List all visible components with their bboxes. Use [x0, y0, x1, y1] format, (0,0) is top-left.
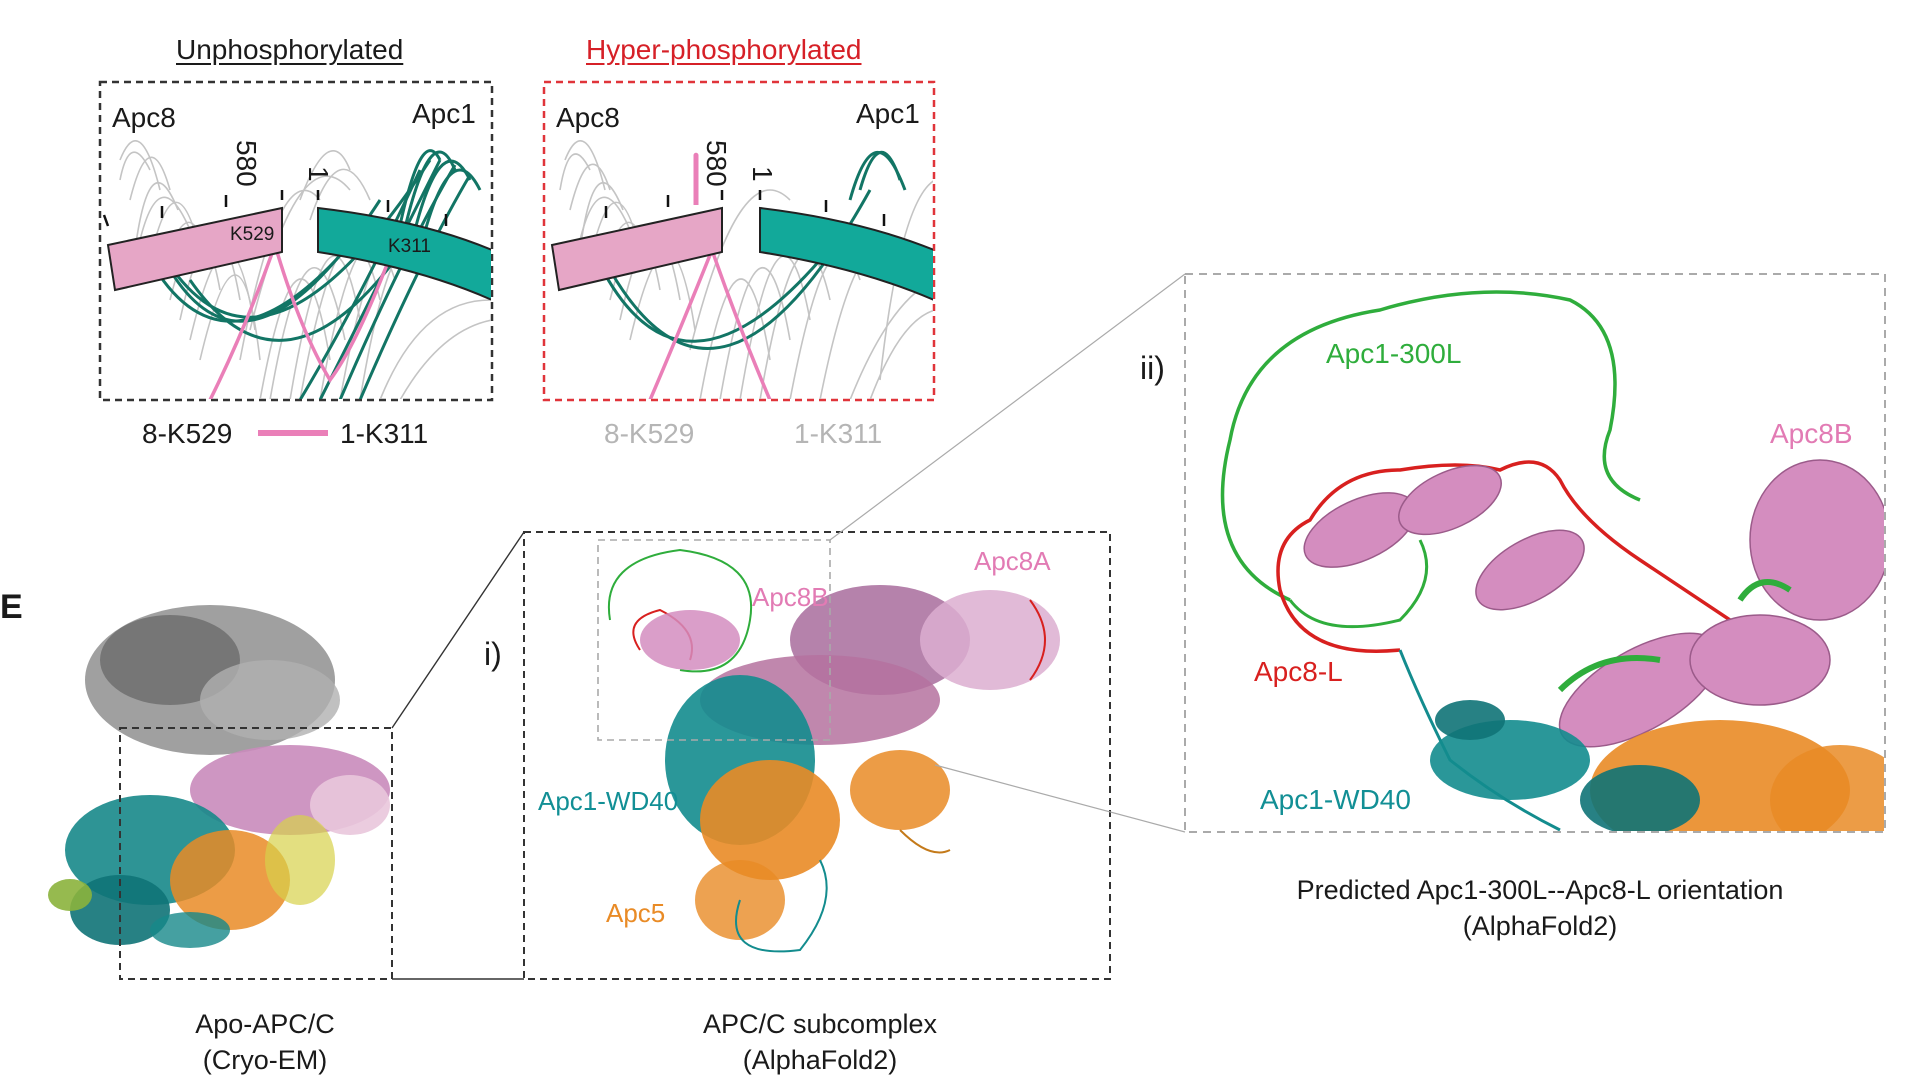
caption-sub-line1: APC/C subcomplex [702, 1009, 938, 1039]
cryo-em-structure [48, 605, 390, 948]
label-apc8b-zoom: Apc8B [1770, 418, 1853, 449]
label-apc8-l: Apc8-L [1254, 656, 1343, 687]
label-apc1: Apc1 [856, 98, 920, 129]
marker-ii: ii) [1140, 350, 1165, 386]
apc8-bar [106, 206, 283, 292]
label-k311: K311 [388, 236, 431, 257]
pink-crosslink [208, 229, 402, 399]
subcomplex-box [523, 531, 1111, 980]
zoom-box [1184, 273, 1886, 833]
label-apc1: Apc1 [412, 98, 476, 129]
frame-hyperphosphorylated [542, 80, 936, 402]
legend-1k311: 1-K311 [794, 418, 883, 449]
label-apc8: Apc8 [112, 102, 176, 133]
legend-1k311: 1-K311 [340, 418, 429, 449]
subcomplex-structure [607, 548, 1060, 953]
legend-8k529: 8-K529 [604, 418, 695, 449]
title-unphosphorylated: Unphosphorylated [176, 34, 404, 65]
caption-zoom-line1: Predicted Apc1-300L--Apc8-L orientation [1296, 875, 1784, 905]
axis-ticks [102, 190, 448, 227]
legend-pink-line [258, 430, 328, 436]
legend-8k529: 8-K529 [142, 418, 233, 449]
frame-unphosphorylated [98, 80, 494, 402]
caption-cryo-em: Apo-APC/C (Cryo-EM) [150, 1006, 380, 1078]
label-apc8a-sub: Apc8A [974, 546, 1051, 576]
zoom-structure [1220, 290, 1884, 831]
caption-subcomplex: APC/C subcomplex (AlphaFold2) [670, 1006, 970, 1078]
label-k529: K529 [230, 224, 275, 245]
caption-zoom-line2: (AlphaFold2) [1462, 911, 1618, 941]
panel-letter-e: E [0, 588, 23, 626]
label-wd40-sub: Apc1-WD40 [538, 786, 679, 816]
caption-cryo-line2: (Cryo-EM) [202, 1045, 328, 1075]
caption-zoom: Predicted Apc1-300L--Apc8-L orientation … [1260, 872, 1820, 944]
label-apc8b-sub: Apc8B [752, 582, 829, 612]
apc1-bar [317, 206, 491, 301]
caption-sub-line2: (AlphaFold2) [742, 1045, 898, 1075]
label-apc8: Apc8 [556, 102, 620, 133]
title-hyperphosphorylated: Hyper-phosphorylated [586, 34, 862, 65]
label-apc1-300l: Apc1-300L [1326, 338, 1462, 369]
cryo-zoom-box [119, 727, 393, 980]
caption-cryo-line1: Apo-APC/C [195, 1009, 335, 1039]
label-wd40-zoom: Apc1-WD40 [1260, 784, 1411, 815]
label-apc5-sub: Apc5 [606, 898, 666, 928]
marker-i: i) [484, 636, 502, 672]
